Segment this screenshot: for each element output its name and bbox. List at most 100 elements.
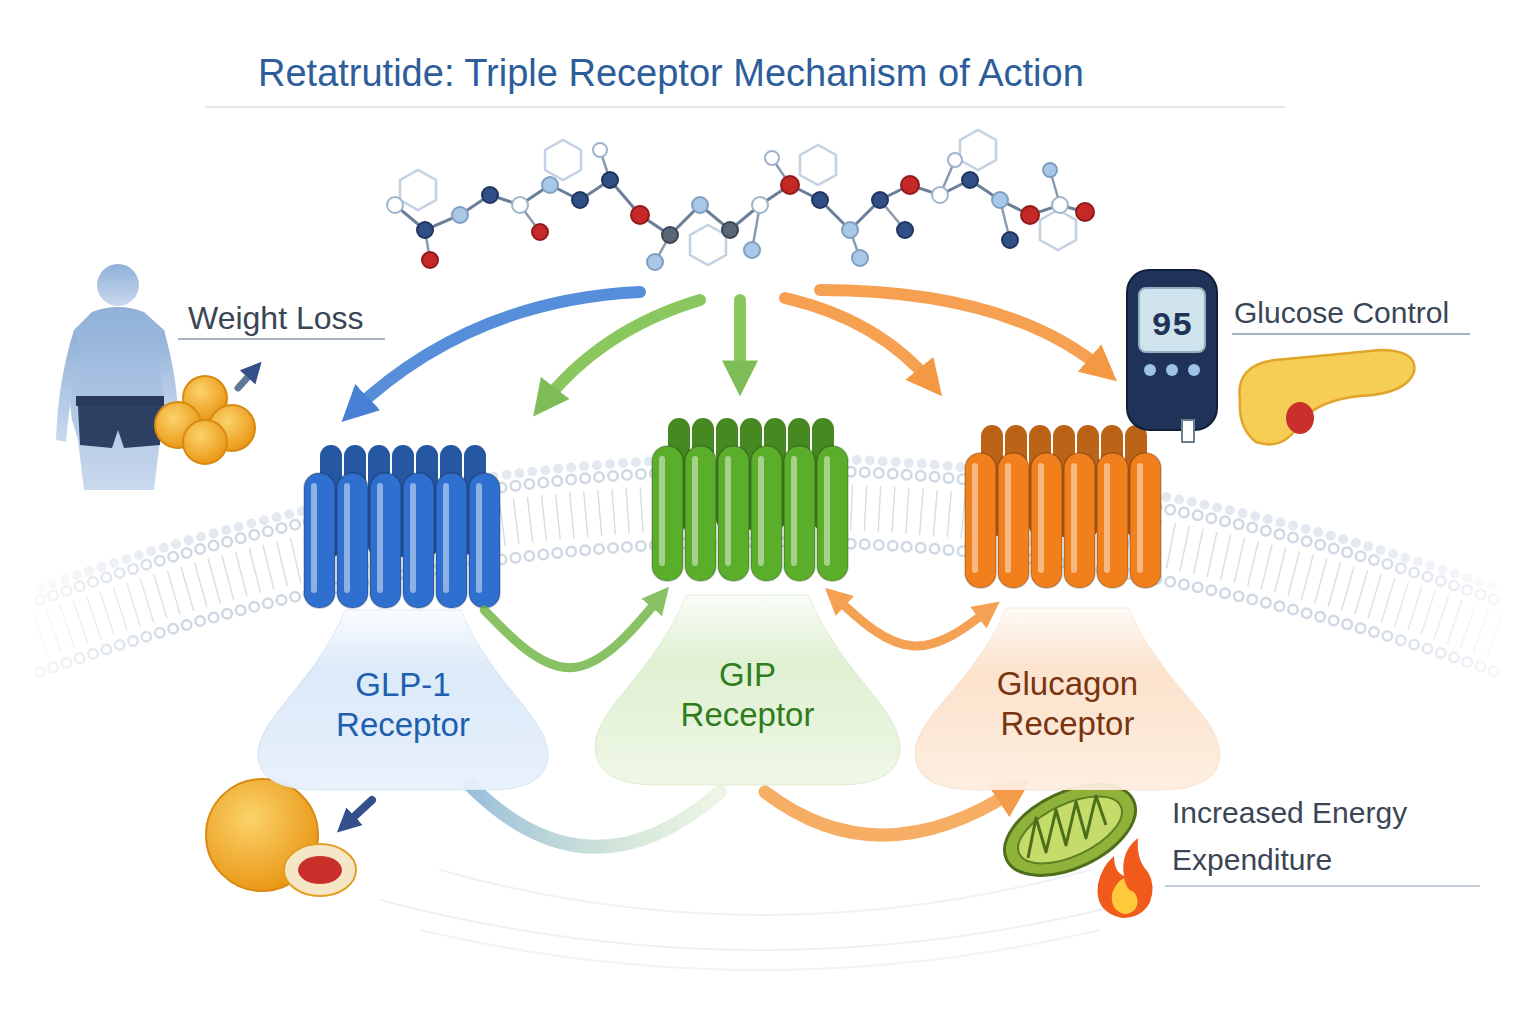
atom [572,192,588,208]
ring [400,170,436,210]
person-body [69,307,168,490]
outcome-label: Glucose Control [1234,290,1494,337]
wave-line [420,930,1100,970]
atom [722,222,738,238]
gip-receptor-helices [652,418,848,581]
ring [1040,210,1076,250]
meter-button [1188,364,1200,376]
label-underline [1165,885,1480,887]
pancreas-shape [1239,350,1414,444]
adipocyte-nucleus [298,856,342,884]
atom [631,206,649,224]
person-head [97,264,139,306]
atom [387,197,403,213]
flow-arc [470,785,720,847]
receptor-name: GIP Receptor [663,655,833,736]
receptor-name: Glucagon Receptor [968,664,1168,745]
receptor-label-cone: GLP-1 Receptor [258,610,548,790]
test-strip [1182,420,1194,442]
atom [932,187,948,203]
atom [962,172,978,188]
atom [1002,232,1018,248]
atom [532,224,548,240]
atom [662,227,678,243]
ring [545,140,581,180]
ring [960,130,996,170]
flame-core [1112,878,1138,914]
background-waves [380,870,1140,970]
atom [752,197,768,213]
atom [1052,197,1068,213]
flame [1098,838,1153,918]
meter-screen [1139,288,1205,352]
atom [1021,206,1039,224]
atom [692,197,708,213]
atom [872,192,888,208]
receptor-label-cone: Glucagon Receptor [915,608,1220,790]
person-icon [56,264,178,490]
meter-body [1127,270,1217,430]
interaction-arrow [484,595,662,668]
cone-shape [595,595,900,785]
label-underline [178,338,385,340]
cone-shape [258,610,548,790]
atom [842,222,858,238]
shorts [78,406,162,448]
binding-arrow [820,290,1106,372]
atom [593,143,607,157]
meter-button [1144,364,1156,376]
title-rule [205,106,1285,108]
molecule-backbone [395,180,1085,235]
molecule-atoms [387,143,1094,270]
receptors [304,418,1161,608]
atom [512,197,528,213]
ring [690,225,726,265]
atom [422,252,438,268]
glucose-meter [1127,270,1217,442]
binding-arrows [352,290,1106,412]
molecule-bonds [425,150,1060,262]
pancreas-duct [1286,402,1314,434]
glucagon-receptor-helices [965,425,1161,588]
atom [1076,203,1094,221]
atom [452,207,468,223]
atom [417,222,433,238]
atom [1043,163,1057,177]
atom [812,192,828,208]
outcome-label: Weight Loss [188,294,428,344]
atom [542,177,558,193]
atom [647,254,663,270]
atom [765,151,779,165]
atom [992,192,1008,208]
person-arm [56,330,82,442]
cristae [1028,796,1106,858]
outcome-label: Increased Energy Expenditure [1172,790,1472,883]
waistband [76,396,164,406]
diagram-title: Retatrutide: Triple Receptor Mechanism o… [258,52,1084,95]
pancreas [1239,350,1414,444]
atom [482,187,498,203]
atom [948,153,962,167]
atom [901,176,919,194]
flame-icon [1098,838,1153,918]
atom [781,176,799,194]
wave-line [440,870,1090,915]
atom [897,222,913,238]
interaction-arrow [833,595,991,646]
receptor-label-cone: GIP Receptor [595,595,900,785]
reduction-arrow [238,368,256,388]
lipolysis-arrow [344,800,372,826]
binding-arrow [542,300,700,405]
glp1-receptor-helices [304,445,500,608]
cone-shape [915,608,1220,790]
fat-cell-large [206,779,356,896]
label-underline [1232,333,1470,335]
binding-arrow [785,298,933,385]
wave-line [380,900,1140,950]
outcome-arrows [344,785,1018,847]
atom [744,242,760,258]
molecule [387,130,1094,270]
